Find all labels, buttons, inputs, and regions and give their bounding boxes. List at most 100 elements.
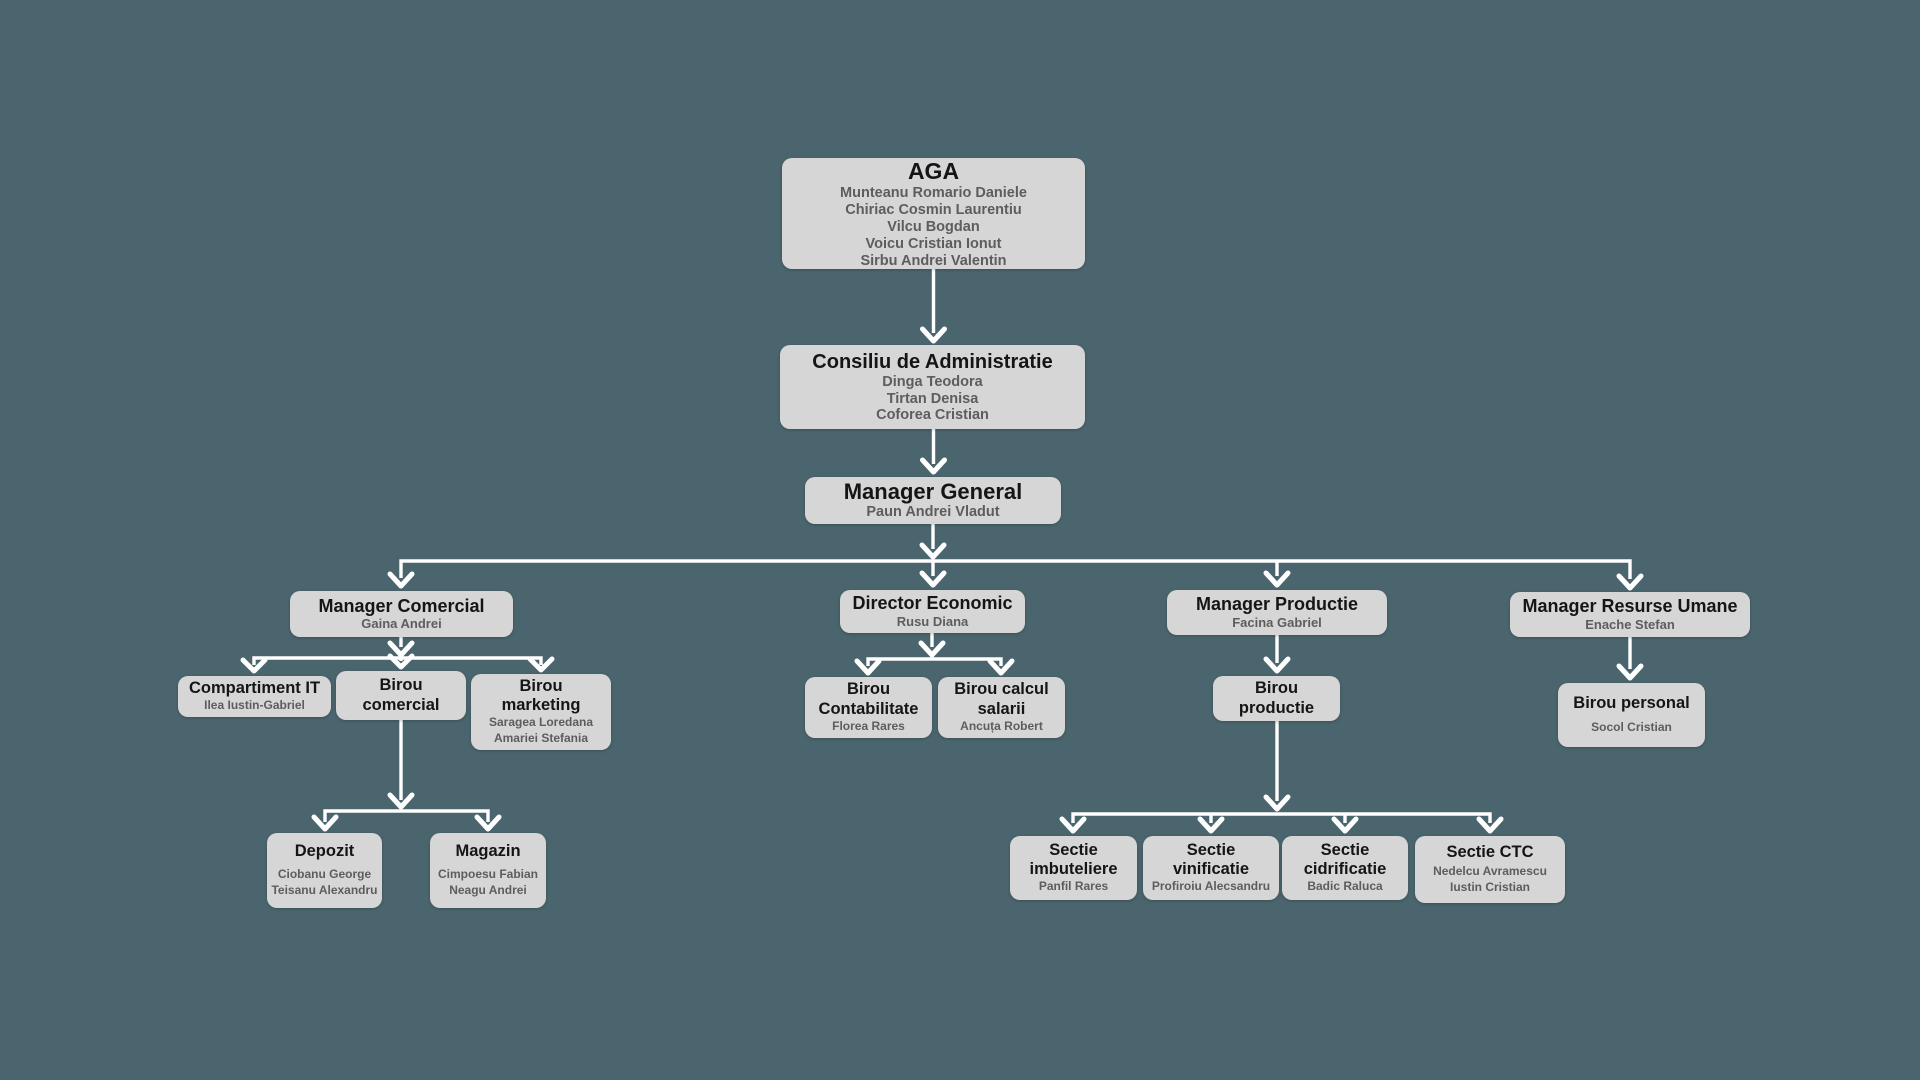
node-title: Director Economic — [852, 593, 1012, 614]
text-line: marketing — [501, 696, 581, 715]
text-line: Magazin — [455, 842, 521, 861]
text-line: Cimpoesu Fabian — [437, 867, 538, 882]
text-line: Neagu Andrei — [449, 883, 527, 898]
text-line: Enache Stefan — [1585, 616, 1675, 632]
text-line: Ilea Iustin-Gabriel — [204, 698, 305, 713]
text-line: Dinga Teodora — [882, 373, 983, 390]
text-line: Birou — [1254, 679, 1299, 698]
text-line: Ciobanu George — [277, 867, 372, 882]
edge-manager-resurse-umane-birou-personal — [1616, 637, 1644, 681]
edge-manager-general-split — [387, 524, 1644, 591]
node-names: Profiroiu Alecsandru — [1152, 879, 1270, 895]
text-line: Florea Rares — [832, 718, 905, 733]
node-manager-resurse-umane: Manager Resurse Umane Enache Stefan — [1510, 592, 1750, 637]
node-names: Panfil Rares — [1039, 879, 1108, 895]
text-line: Nedelcu Avramescu — [1433, 864, 1547, 879]
text-line: productie — [1238, 698, 1315, 717]
text-line: imbuteliere — [1029, 860, 1118, 879]
node-title: Consiliu de Administratie — [812, 350, 1052, 374]
edge-director-economic-split — [854, 633, 1015, 676]
text-line: Director Economic — [852, 593, 1013, 614]
text-line: Birou — [519, 676, 563, 695]
node-names: Ilea Iustin-Gabriel — [204, 698, 305, 714]
text-line: Coforea Cristian — [876, 407, 989, 424]
node-compartiment-it: Compartiment IT Ilea Iustin-Gabriel — [178, 676, 331, 717]
text-line: Profiroiu Alecsandru — [1151, 879, 1271, 894]
text-line: Manager Resurse Umane — [1522, 596, 1738, 617]
text-line: Compartiment IT — [188, 678, 321, 697]
node-director-economic: Director Economic Rusu Diana — [840, 590, 1025, 633]
edge-consiliu-manager-general — [920, 429, 947, 475]
text-line: Sectie — [1186, 840, 1236, 859]
edge-manager-productie-birou-productie — [1263, 635, 1291, 674]
node-names: Facina Gabriel — [1232, 615, 1322, 631]
node-names: Rusu Diana — [897, 614, 969, 630]
text-line: Consiliu de Administratie — [812, 350, 1053, 373]
node-manager-general: Manager General Paun Andrei Vladut — [805, 477, 1061, 524]
text-line: salarii — [977, 699, 1026, 718]
text-line: Vilcu Bogdan — [887, 218, 980, 235]
text-line: cidrificatie — [1303, 860, 1387, 879]
edge-manager-comercial-split — [240, 637, 555, 674]
text-line: Teisanu Alexandru — [271, 883, 378, 898]
text-line: Badic Raluca — [1307, 879, 1383, 894]
text-line: vinificatie — [1172, 860, 1250, 879]
text-line: Sectie — [1049, 840, 1098, 859]
node-title: AGA — [908, 158, 959, 185]
node-names: Ancuța Robert — [960, 719, 1043, 735]
node-title: Manager Comercial — [318, 596, 484, 617]
text-line: Socol Cristian — [1591, 719, 1672, 734]
text-line: AGA — [907, 157, 960, 184]
node-title: Manager General — [844, 479, 1023, 505]
text-line: Rusu Diana — [896, 613, 969, 629]
text-line: Iustin Cristian — [1449, 880, 1530, 895]
node-names: Gaina Andrei — [361, 616, 441, 632]
text-line: Paun Andrei Vladut — [866, 504, 1000, 521]
text-line: Sirbu Andrei Valentin — [860, 252, 1007, 269]
node-names: Badic Raluca — [1307, 879, 1382, 895]
text-line: Munteanu Romario Daniele — [840, 184, 1027, 201]
node-title: Birou personal — [1573, 694, 1689, 713]
node-names: Enache Stefan — [1585, 617, 1675, 633]
node-manager-comercial: Manager Comercial Gaina Andrei — [290, 591, 513, 637]
node-title: Sectie CTC — [1446, 843, 1533, 862]
text-line: Manager Comercial — [318, 595, 485, 616]
text-line: Chiriac Cosmin Laurentiu — [845, 201, 1022, 218]
text-line: Amariei Stefania — [493, 731, 589, 746]
edge-birou-productie-split — [1059, 721, 1504, 834]
node-title: Depozit — [295, 842, 355, 861]
edge-aga-consiliu — [920, 269, 947, 344]
text-line: Saragea Loredana — [488, 715, 594, 730]
text-line: Sectie — [1320, 840, 1370, 859]
text-line: Birou calcul — [954, 680, 1049, 699]
text-line: Tirtan Denisa — [886, 390, 979, 407]
text-line: Ancuța Robert — [960, 718, 1043, 733]
text-line: Panfil Rares — [1038, 879, 1109, 894]
text-line: Depozit — [294, 842, 355, 861]
node-title: Magazin — [455, 842, 520, 861]
text-line: Sectie CTC — [1446, 843, 1534, 862]
node-title: Manager Productie — [1196, 594, 1358, 615]
